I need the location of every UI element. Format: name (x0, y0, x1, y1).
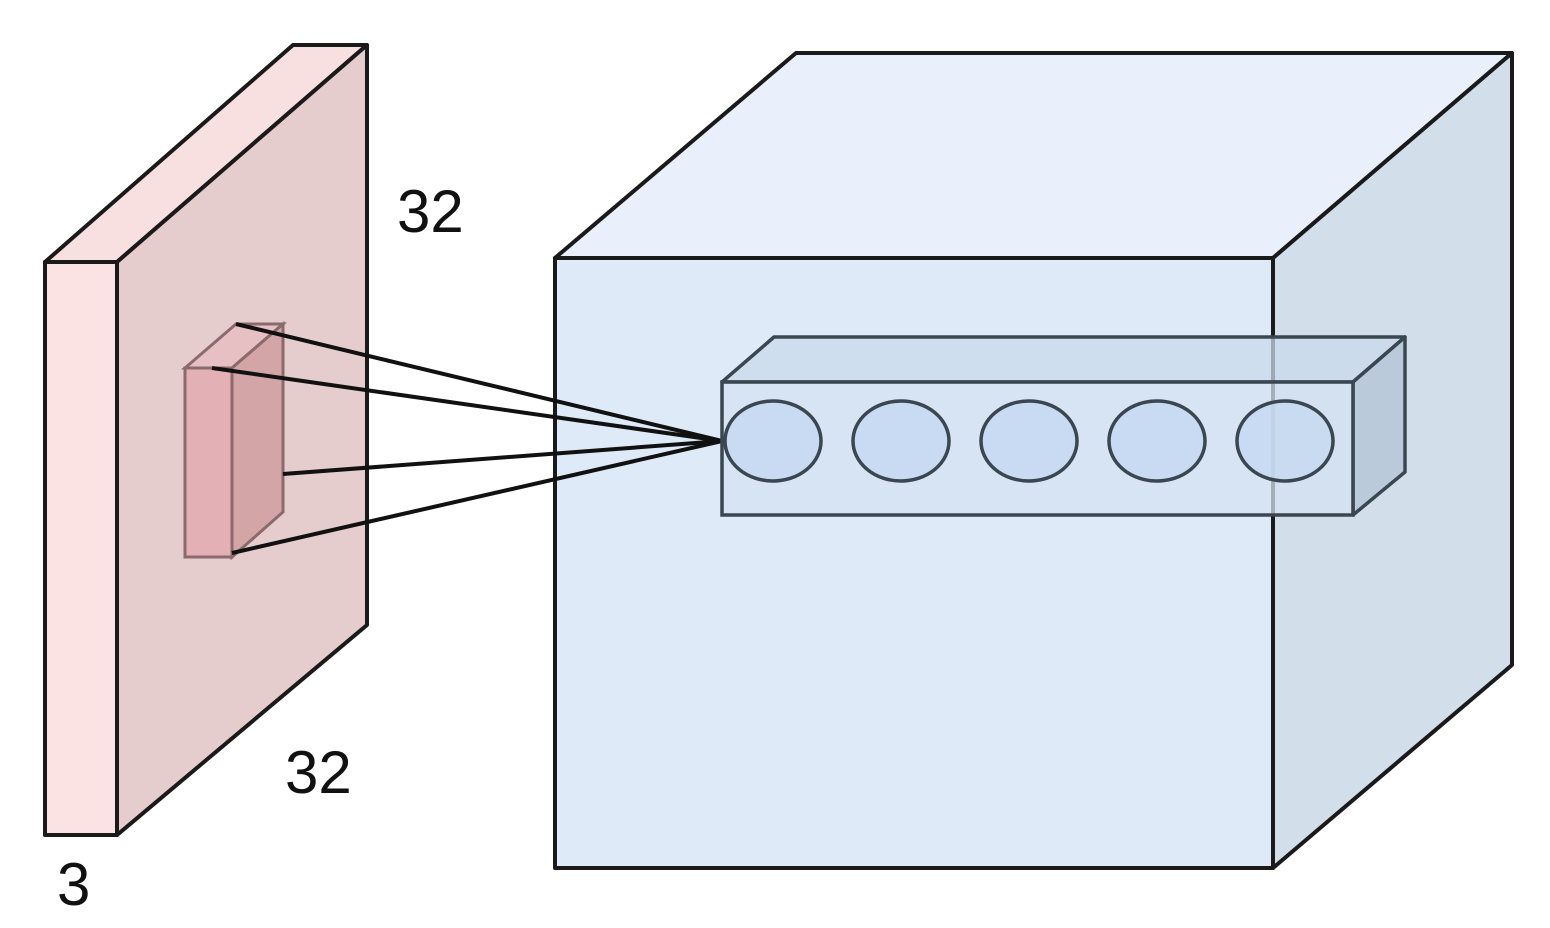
neuron-group (723, 399, 1335, 483)
connection-lines (211, 322, 723, 555)
neuron (1235, 399, 1335, 483)
input-volume-front-face (43, 260, 119, 837)
receptive-field (180, 320, 288, 561)
depth-column-top-face (720, 335, 1407, 384)
neuron (723, 399, 823, 483)
connection-line (231, 439, 723, 555)
neuron (1107, 399, 1207, 483)
neuron (851, 399, 951, 483)
neuron (979, 399, 1079, 483)
connection-line (211, 366, 723, 443)
input-width-label: 32 (285, 739, 352, 806)
depth-column (720, 335, 1407, 517)
receptive-field-front-face (183, 366, 234, 559)
input-height-label: 32 (397, 178, 464, 245)
input-depth-label: 3 (57, 851, 90, 918)
connection-line (235, 322, 723, 443)
connection-line (282, 439, 723, 476)
